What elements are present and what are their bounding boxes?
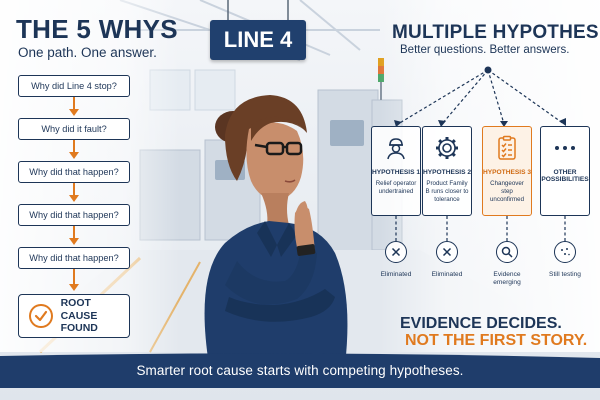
gear-icon	[434, 135, 460, 161]
arrow-connector	[73, 226, 75, 240]
arrow-connector	[73, 269, 75, 286]
engineer-figure	[204, 95, 348, 365]
why-step-1: Why did Line 4 stop?	[18, 75, 130, 97]
hypothesis-name: HYPOTHESIS 1	[372, 169, 421, 176]
status-label-4: Still testing	[549, 271, 581, 278]
five-whys-title: THE 5 WHYS	[16, 14, 178, 44]
hypothesis-description: Changeover step unconfirmed	[489, 180, 525, 203]
hypothesis-card-other: OTHER POSSIBILITIES	[540, 126, 590, 216]
status-label-1: Eliminated	[380, 271, 412, 278]
evidence-tagline-2: NOT THE FIRST STORY.	[405, 332, 588, 349]
arrow-down-icon	[68, 195, 79, 202]
why-step-3: Why did that happen?	[18, 161, 130, 183]
hypothesis-card-3: HYPOTHESIS 3 Changeover step unconfirmed	[482, 126, 532, 216]
hypothesis-card-1: HYPOTHESIS 1 Relief operator undertraine…	[371, 126, 421, 216]
why-step-2: Why did it fault?	[18, 118, 130, 140]
status-connectors	[395, 216, 566, 241]
why-step-5: Why did that happen?	[18, 247, 130, 269]
line-4-sign: LINE 4	[210, 20, 306, 60]
hypothesis-description: Relief operator undertrained	[375, 180, 417, 195]
hypotheses-title: MULTIPLE HYPOTHESES	[392, 22, 600, 43]
x-circle-icon	[385, 241, 407, 263]
dots-icon	[554, 241, 576, 263]
arrow-connector	[73, 97, 75, 111]
arrow-down-icon	[68, 109, 79, 116]
ellipsis-icon	[552, 135, 578, 161]
arrow-down-icon	[68, 284, 79, 291]
five-whys-subtitle: One path. One answer.	[18, 45, 157, 60]
hypothesis-tree-connectors	[394, 66, 566, 127]
bottom-banner	[0, 353, 600, 388]
clipboard-checklist-icon	[494, 135, 520, 161]
status-label-2: Eliminated	[431, 271, 463, 278]
hypothesis-name: OTHER POSSIBILITIES	[541, 169, 589, 183]
status-label-3: Evidence emerging	[493, 271, 521, 287]
arrow-down-icon	[68, 238, 79, 245]
hypothesis-name: HYPOTHESIS 2	[423, 169, 472, 176]
banner-text: Smarter root cause starts with competing…	[136, 362, 464, 378]
why-step-4: Why did that happen?	[18, 204, 130, 226]
evidence-tagline-1: EVIDENCE DECIDES.	[400, 315, 562, 332]
check-circle-icon	[29, 304, 53, 328]
hypothesis-card-2: HYPOTHESIS 2 Product Family B runs close…	[422, 126, 472, 216]
x-circle-icon	[436, 241, 458, 263]
hypothesis-description: Product Family B runs closer to toleranc…	[425, 180, 469, 203]
operator-icon	[383, 135, 409, 161]
root-cause-label: ROOT CAUSE FOUND	[60, 297, 98, 335]
hypotheses-subtitle: Better questions. Better answers.	[400, 44, 570, 56]
sign-chains	[227, 0, 289, 22]
magnifier-icon	[496, 241, 518, 263]
arrow-down-icon	[68, 152, 79, 159]
root-cause-box: ROOT CAUSE FOUND	[18, 294, 130, 338]
arrow-connector	[73, 183, 75, 197]
hypothesis-name: HYPOTHESIS 3	[483, 169, 532, 176]
arrow-connector	[73, 140, 75, 154]
